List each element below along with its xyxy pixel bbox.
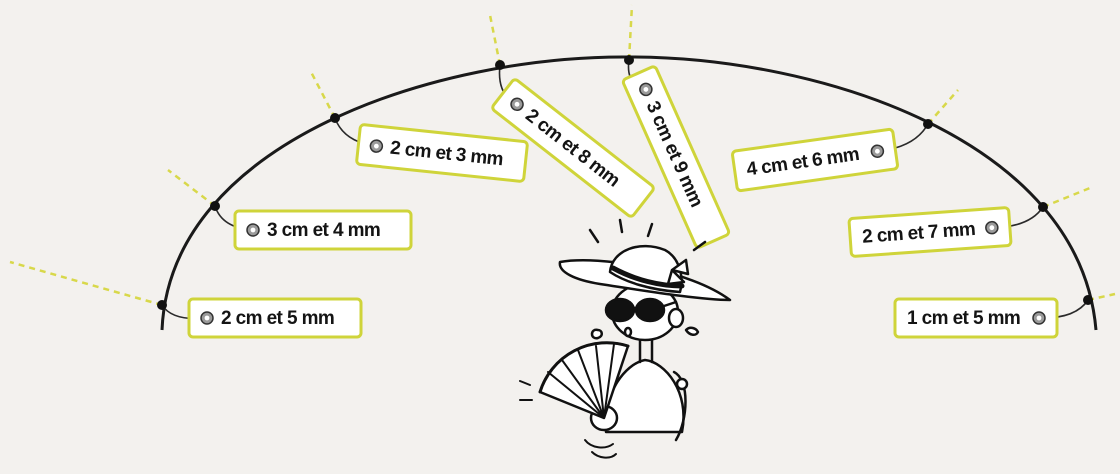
tag-body xyxy=(355,123,529,183)
arc-anchor-dot xyxy=(157,300,167,310)
arc-anchor-dot xyxy=(495,60,505,70)
tag-eyelet-hole xyxy=(373,143,379,149)
arc-anchor-dot xyxy=(210,201,220,211)
tag-label: 3 cm et 4 mm xyxy=(267,220,380,241)
fan xyxy=(538,341,630,459)
tag-label: 2 cm et 5 mm xyxy=(221,308,334,329)
character-with-hat-sunglasses-and-fan-icon xyxy=(519,218,732,459)
tag-body xyxy=(731,127,899,193)
tag-label: 2 cm et 8 mm xyxy=(521,105,623,191)
ray xyxy=(167,169,216,207)
dashed-rays xyxy=(9,4,1116,307)
arc-anchor-dot xyxy=(1038,202,1048,212)
measurement-tag: 2 cm et 5 mm xyxy=(187,297,363,339)
tag-body xyxy=(893,297,1059,339)
tag-eyelet-hole xyxy=(1036,315,1042,321)
tag-eyelet-hole xyxy=(250,227,256,233)
tag-body xyxy=(847,206,1013,258)
tag-eyelet-hole xyxy=(643,86,649,92)
tag-eyelet-hole xyxy=(204,315,210,321)
ray xyxy=(1042,186,1091,209)
measurement-tag: 3 cm et 4 mm xyxy=(233,209,413,251)
tag-eyelet-hole xyxy=(874,148,880,154)
ray xyxy=(9,260,163,307)
tag-eyelet-hole xyxy=(989,225,995,231)
ray xyxy=(927,89,959,125)
arc-anchor-dot xyxy=(1083,295,1093,305)
measurement-tag: 2 cm et 3 mm xyxy=(355,123,529,183)
ray xyxy=(488,14,502,66)
arc-anchor-dot xyxy=(330,113,340,123)
ray xyxy=(308,69,337,119)
measurement-tag: 4 cm et 6 mm xyxy=(731,127,899,193)
tag-eyelet-hole xyxy=(514,101,520,107)
ray xyxy=(627,4,634,61)
arc-anchor-dot xyxy=(624,55,634,65)
tag-body xyxy=(187,297,363,339)
measurement-tag: 1 cm et 5 mm xyxy=(893,297,1059,339)
tag-body xyxy=(621,65,731,249)
tag-body xyxy=(491,78,655,218)
measurement-tag: 3 cm et 9 mm xyxy=(621,65,731,249)
measurement-tag: 2 cm et 7 mm xyxy=(847,206,1013,258)
tag-body xyxy=(233,209,413,251)
tag-label: 1 cm et 5 mm xyxy=(907,308,1020,329)
arc-anchor-dot xyxy=(923,119,933,129)
